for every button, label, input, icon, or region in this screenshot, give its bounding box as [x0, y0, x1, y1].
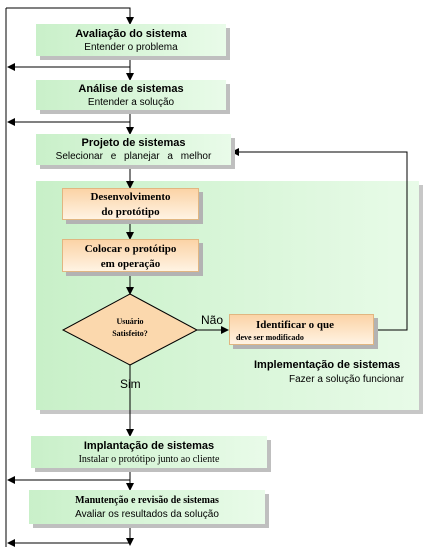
- step-identificar-line2: deve ser modificado: [236, 333, 304, 342]
- step-projeto: Projeto de sistemas Selecionar e planeja…: [36, 134, 231, 165]
- step-avaliacao-subtitle: Entender o problema: [84, 42, 178, 53]
- decision-line1: Usuário: [116, 317, 144, 326]
- step-implantacao-subtitle: Instalar o protótipo junto ao cliente: [78, 454, 220, 465]
- decision-line2: Satisfeito?: [112, 329, 148, 338]
- implementacao-label: Implementação de sistemas Fazer a soluçã…: [254, 358, 422, 386]
- step-manutencao-title: Manutenção e revisão de sistemas: [75, 495, 219, 506]
- edge-label-sim: Sim: [120, 377, 141, 391]
- step-implantacao-title: Implantação de sistemas: [83, 440, 215, 452]
- step-implantacao: Implantação de sistemas Instalar o protó…: [31, 436, 267, 468]
- decision-label: Usuário Satisfeito?: [85, 316, 175, 346]
- step-manutencao: Manutenção e revisão de sistemas Avaliar…: [29, 490, 265, 524]
- line-loop-back: [231, 148, 408, 331]
- step-identificar-line1: Identificar o que: [256, 319, 335, 331]
- step-avaliacao: Avaliação do sistema Entender o problema: [36, 24, 226, 56]
- step-identificar: Identificar o que deve ser modificado: [229, 314, 374, 345]
- edge-label-nao: Não: [201, 313, 224, 327]
- step-projeto-title: Projeto de sistemas: [81, 137, 186, 149]
- step-analise-subtitle: Entender a solução: [87, 97, 175, 108]
- decision-diamond: [61, 293, 199, 366]
- step-analise-title: Análise de sistemas: [78, 83, 184, 95]
- implementacao-subtitle: Fazer a solução funcionar: [289, 374, 405, 385]
- step-colocar-line2: em operação: [100, 258, 161, 270]
- step-analise: Análise de sistemas Entender a solução: [36, 80, 226, 110]
- step-desenvolvimento-line1: Desenvolvimento: [90, 191, 171, 203]
- step-colocar-line1: Colocar o protótipo: [84, 243, 177, 255]
- step-desenvolvimento-line2: do protótipo: [101, 206, 160, 218]
- step-colocar: Colocar o protótipo em operação: [62, 239, 199, 272]
- step-manutencao-subtitle: Avaliar os resultados da solução: [75, 509, 219, 520]
- step-projeto-subtitle: Selecionar e planejar a melhor: [55, 151, 212, 162]
- arrow-to-avaliacao: [6, 7, 134, 25]
- step-avaliacao-title: Avaliação do sistema: [75, 28, 187, 40]
- implementacao-title: Implementação de sistemas: [254, 359, 401, 371]
- step-desenvolvimento: Desenvolvimento do protótipo: [62, 188, 199, 220]
